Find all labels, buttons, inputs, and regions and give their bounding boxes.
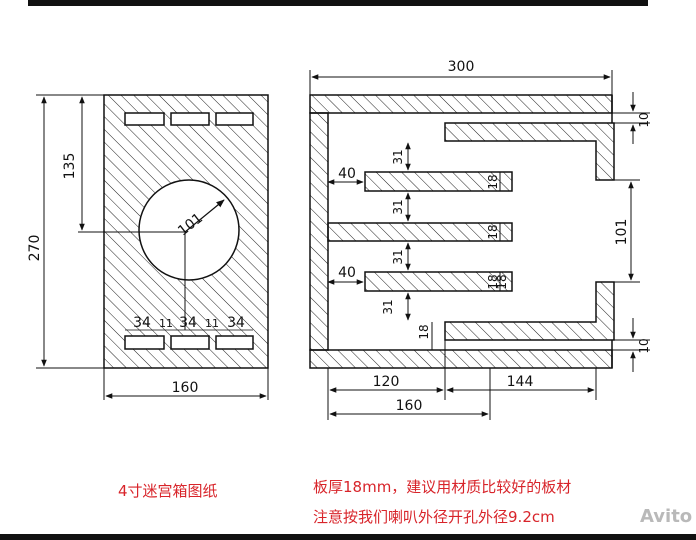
top-wall: [309, 94, 613, 114]
front-view: [36, 94, 269, 400]
top-port-2: [170, 112, 210, 126]
bottom-right-label: 144: [507, 374, 534, 390]
depth-label: 300: [448, 59, 475, 75]
gap-label-3: 31: [391, 249, 405, 264]
back-wall: [309, 112, 329, 351]
bottom-wall: [309, 349, 613, 369]
gap-label-1: 31: [391, 149, 405, 164]
front-height-label: 270: [27, 235, 43, 262]
bottom-frame-bar: [0, 534, 696, 540]
baffle-label-2: 40: [338, 265, 356, 281]
port-label-3: 34: [179, 315, 197, 331]
front-center-label: 135: [62, 153, 78, 180]
note-line-2: 注意按我们喇叭外径开孔外径9.2cm: [313, 508, 555, 526]
board-label-3: 18: [486, 274, 500, 289]
bottom-board-label: 10: [637, 338, 651, 353]
bottom-port-3: [215, 335, 254, 350]
driver-hole: [138, 179, 240, 281]
port-label-1: 34: [133, 315, 151, 331]
top-frame-bar: [28, 0, 648, 6]
baffle-label-1: 40: [338, 166, 356, 182]
top-port-3: [215, 112, 254, 126]
board-label-2: 18: [486, 224, 500, 239]
bottom-port-1: [124, 335, 165, 350]
board-label-4: 18: [495, 274, 509, 289]
middle-divider: [327, 222, 513, 242]
gap-label-2: 31: [391, 199, 405, 214]
board-label-1: 18: [486, 174, 500, 189]
port-label-2: 11: [159, 317, 173, 330]
port-label-5: 34: [227, 315, 245, 331]
upper-baffle: [364, 171, 513, 192]
note-line-1: 板厚18mm，建议用材质比较好的板材: [313, 478, 571, 496]
board-label-5: 18: [417, 324, 431, 339]
side-view: [309, 70, 650, 420]
opening-label: 101: [614, 219, 630, 246]
bottom-port-2: [170, 335, 210, 350]
top-board-label: 10: [637, 112, 651, 127]
top-port-1: [124, 112, 165, 126]
port-label-4: 11: [205, 317, 219, 330]
drawing-title: 4寸迷宫箱图纸: [118, 482, 218, 500]
front-width-label: 160: [172, 380, 199, 396]
watermark-text: Avito: [640, 506, 692, 527]
bottom-left-label: 120: [373, 374, 400, 390]
gap-label-4: 31: [381, 299, 395, 314]
lower-baffle: [364, 271, 513, 292]
bottom-total-label: 160: [396, 398, 423, 414]
